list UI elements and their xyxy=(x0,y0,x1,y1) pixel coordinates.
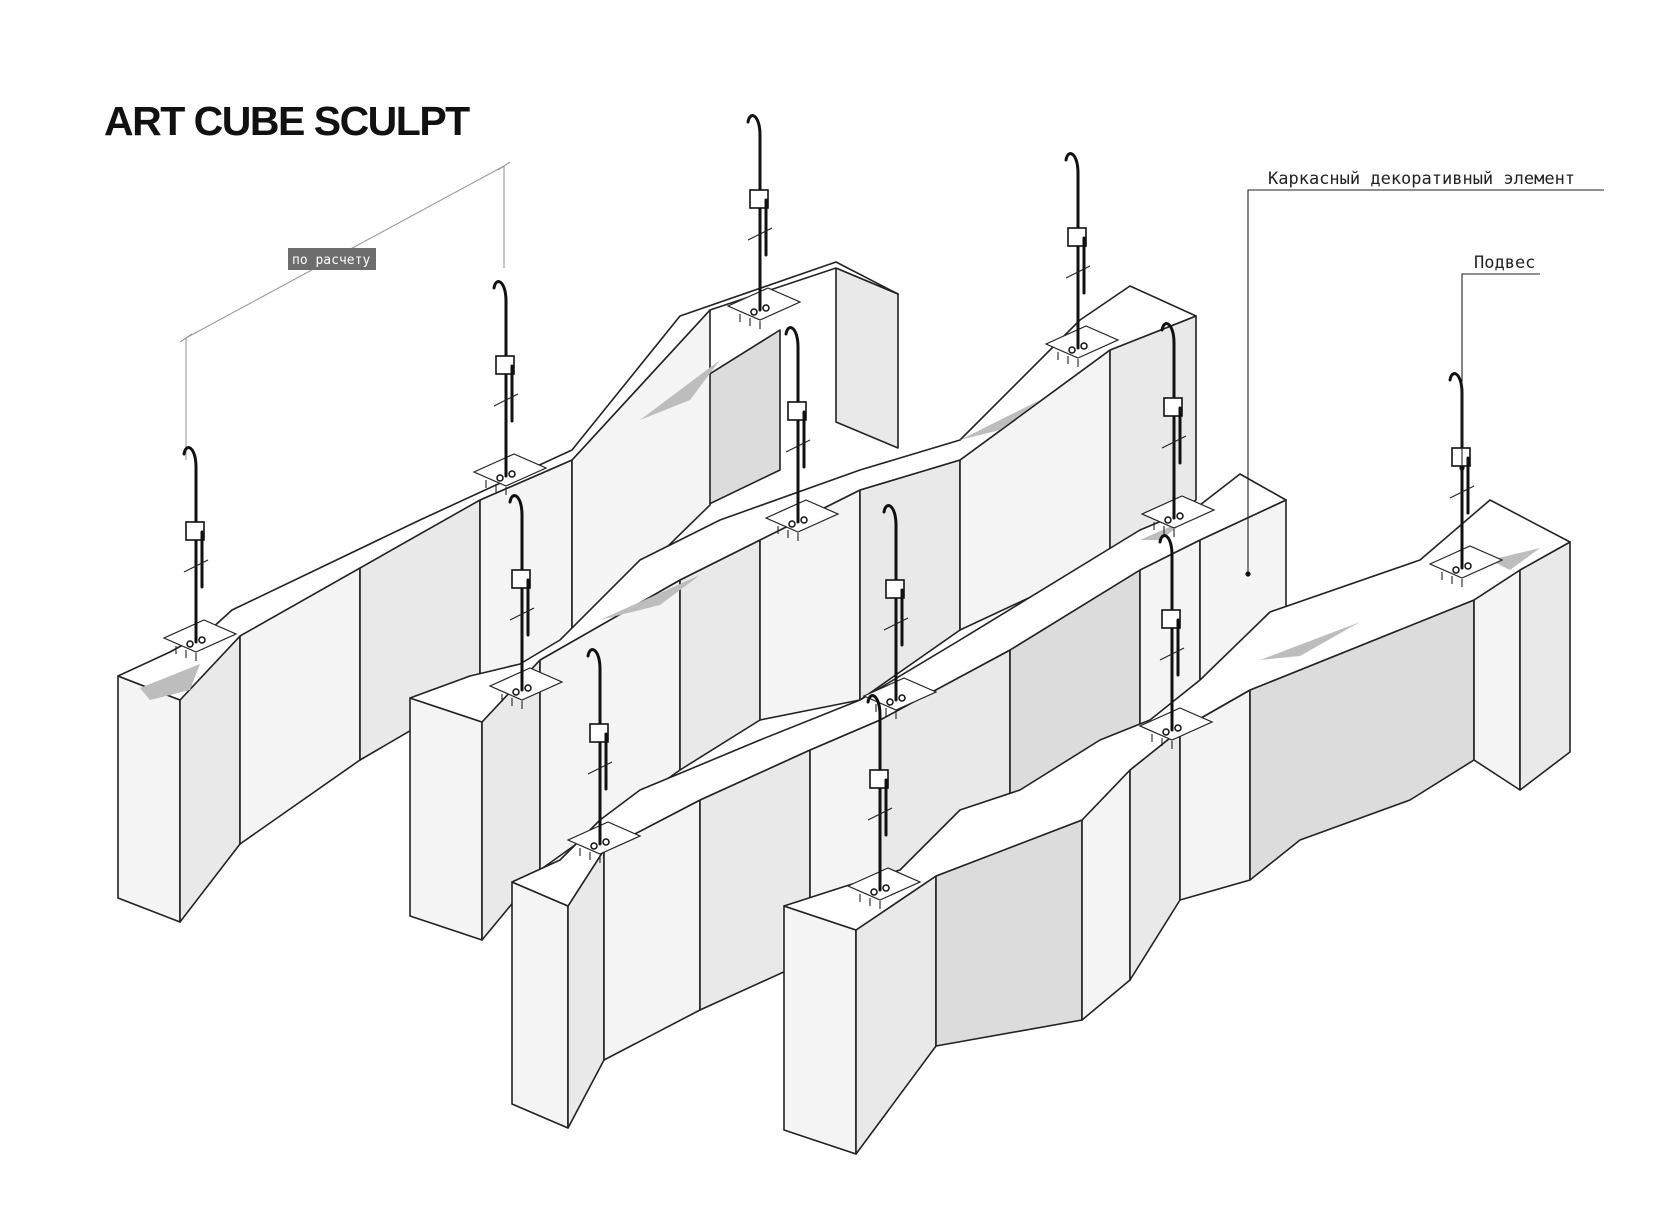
dimension-tag xyxy=(288,248,376,270)
callout-frame-element-label: Каркасный декоративный элемент xyxy=(1268,169,1575,189)
dimension-label: по расчету xyxy=(292,253,370,268)
callout-suspension: Подвес xyxy=(1459,253,1540,471)
dimension-line: по расчету xyxy=(179,161,511,460)
page-title: ART CUBE SCULPT xyxy=(104,98,470,144)
callout-frame-element: Каркасный декоративный элемент xyxy=(1245,169,1604,577)
callout-suspension-label: Подвес xyxy=(1474,253,1535,273)
